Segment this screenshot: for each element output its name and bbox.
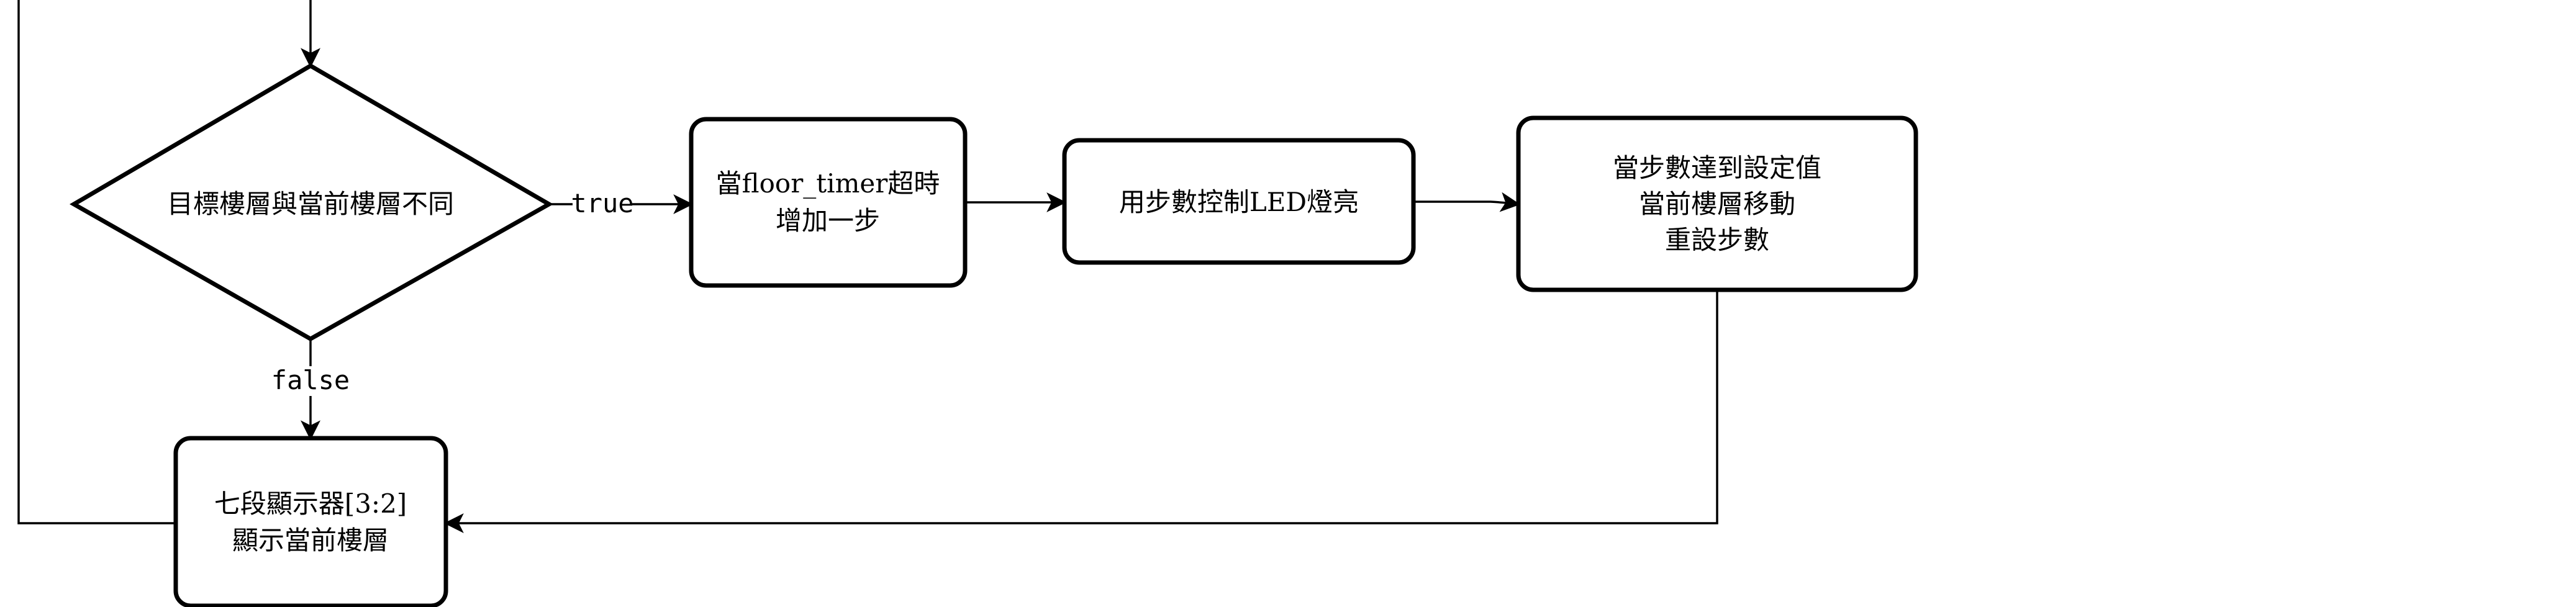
led-control-text: 用步數控制LED燈亮 (1119, 187, 1359, 217)
timer-step-line2: 增加一步 (776, 205, 880, 236)
true-label-bg (573, 189, 632, 219)
display-line2: 顯示當前樓層 (232, 525, 389, 555)
display-box (173, 436, 448, 607)
display-line1: 七段顯示器[3:2] (214, 488, 407, 519)
loop-back-edge (17, 0, 176, 524)
move-to-display-edge (443, 290, 1718, 533)
move-floor-line3: 重設步數 (1665, 225, 1769, 255)
false-label-bg (274, 366, 347, 396)
timer-step-box (689, 117, 968, 288)
led-to-move-edge (1413, 192, 1521, 212)
move-floor-line1: 當步數達到設定值 (1613, 153, 1821, 183)
decision-text: 目標樓層與當前樓層不同 (167, 189, 454, 219)
false-label: false (271, 365, 350, 395)
move-floor-line2: 當前樓層移動 (1639, 189, 1795, 219)
true-label: true (571, 188, 633, 218)
timer-step-line1: 當floor_timer超時 (716, 168, 940, 199)
